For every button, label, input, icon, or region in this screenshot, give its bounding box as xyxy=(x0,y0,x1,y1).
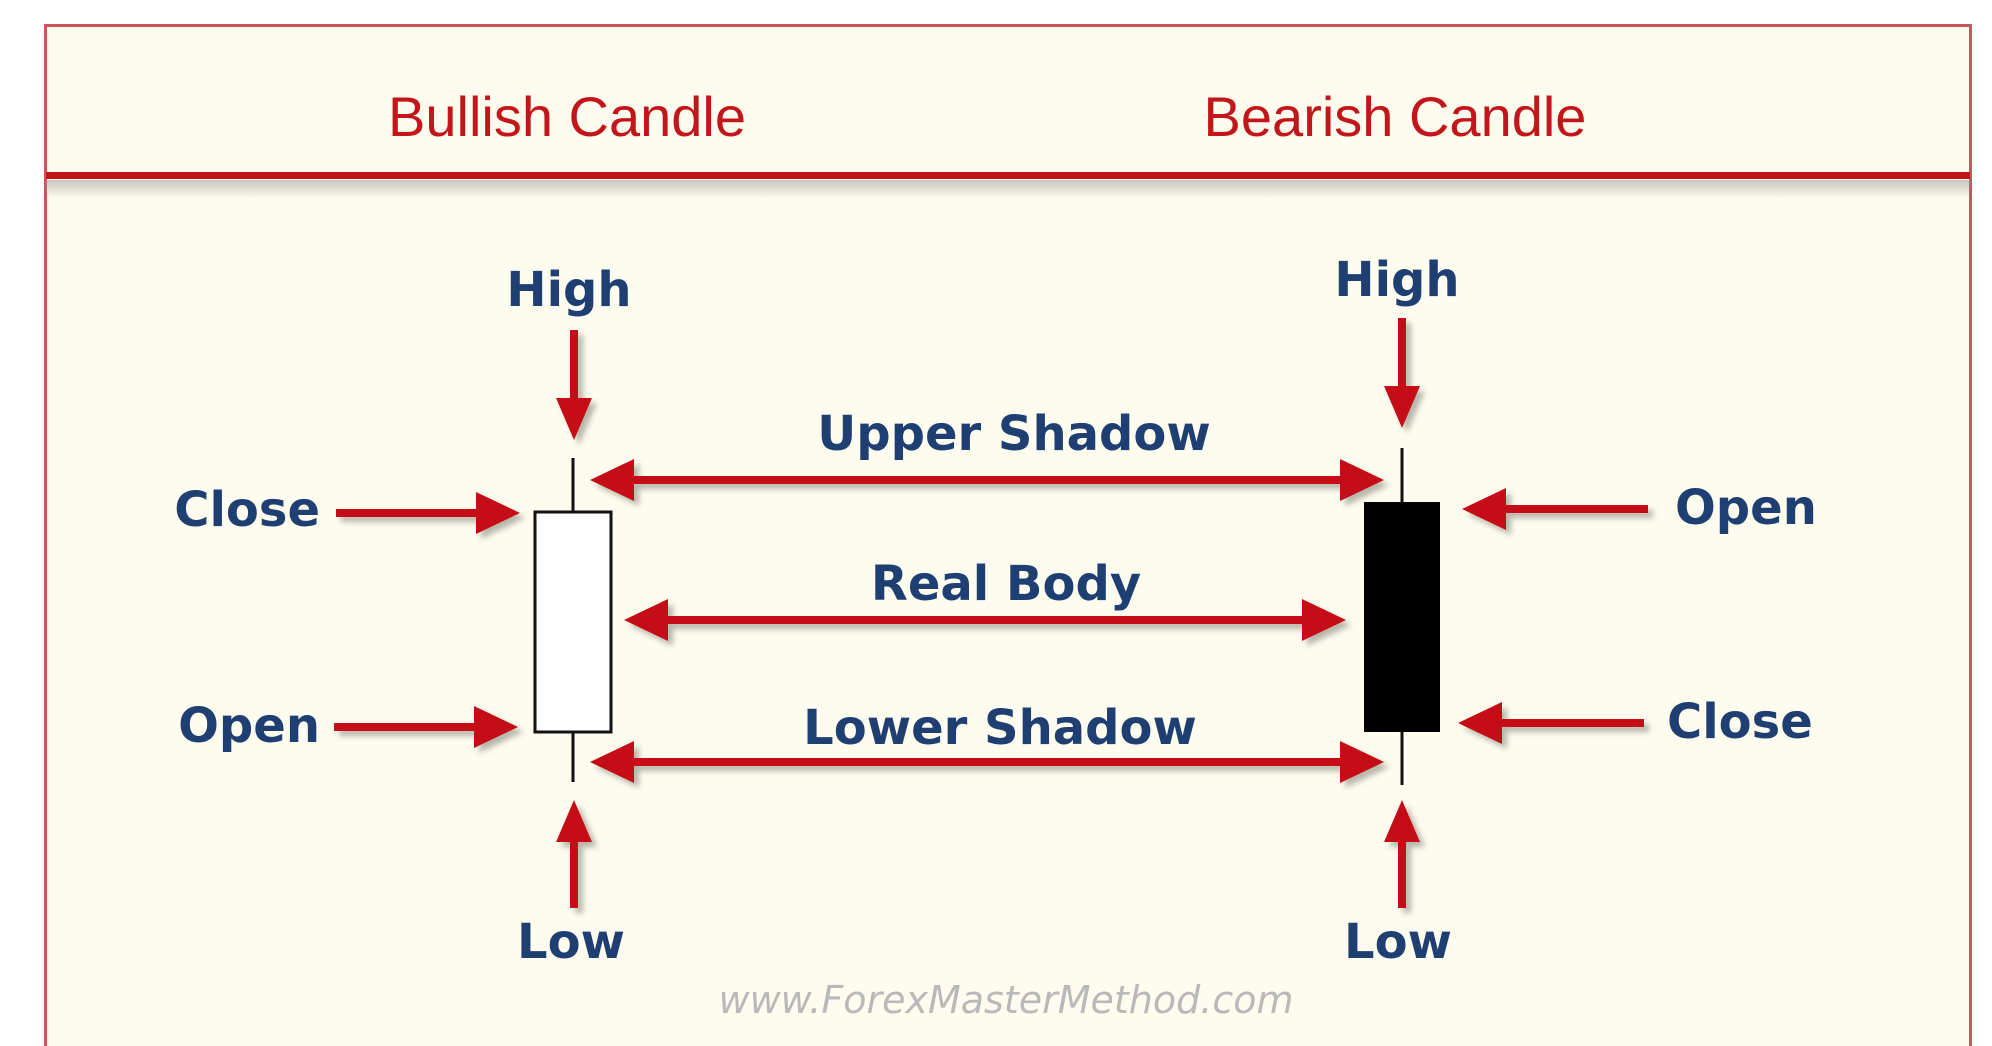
bearish-close-arrow xyxy=(1458,702,1644,744)
bullish-open-arrow xyxy=(334,706,518,748)
bearish-real-body xyxy=(1364,502,1440,732)
bearish-low-arrow xyxy=(1384,800,1420,908)
bearish-open-label: Open xyxy=(1675,480,1817,536)
watermark: www.ForexMasterMethod.com xyxy=(718,978,1293,1022)
bearish-close-label: Close xyxy=(1667,694,1813,750)
bearish-high-arrow xyxy=(1384,318,1420,428)
upper-shadow-label: Upper Shadow xyxy=(817,406,1210,462)
header-separator xyxy=(46,172,1970,179)
bearish-candle-heading: Bearish Candle xyxy=(1204,85,1587,148)
bearish-low-label: Low xyxy=(1344,914,1452,970)
bullish-candle-heading: Bullish Candle xyxy=(388,85,746,148)
bullish-real-body xyxy=(533,510,613,734)
bullish-high-arrow xyxy=(556,330,592,440)
bullish-high-label: High xyxy=(506,262,631,318)
upper-shadow-arrow xyxy=(590,459,1384,501)
lower-shadow-label: Lower Shadow xyxy=(803,700,1197,756)
bullish-candle xyxy=(533,458,613,782)
real-body-label: Real Body xyxy=(871,556,1141,612)
header-separator-shadow xyxy=(46,180,1970,198)
bearish-open-arrow xyxy=(1462,488,1648,530)
real-body-arrow xyxy=(624,599,1346,641)
bearish-high-label: High xyxy=(1334,252,1459,308)
bullish-close-label: Close xyxy=(174,482,320,538)
bullish-low-arrow xyxy=(556,800,592,908)
lower-shadow-arrow xyxy=(590,741,1384,783)
bullish-close-arrow xyxy=(336,492,520,534)
bullish-low-label: Low xyxy=(517,914,625,970)
bearish-candle xyxy=(1364,448,1440,785)
bullish-open-label: Open xyxy=(178,698,320,754)
